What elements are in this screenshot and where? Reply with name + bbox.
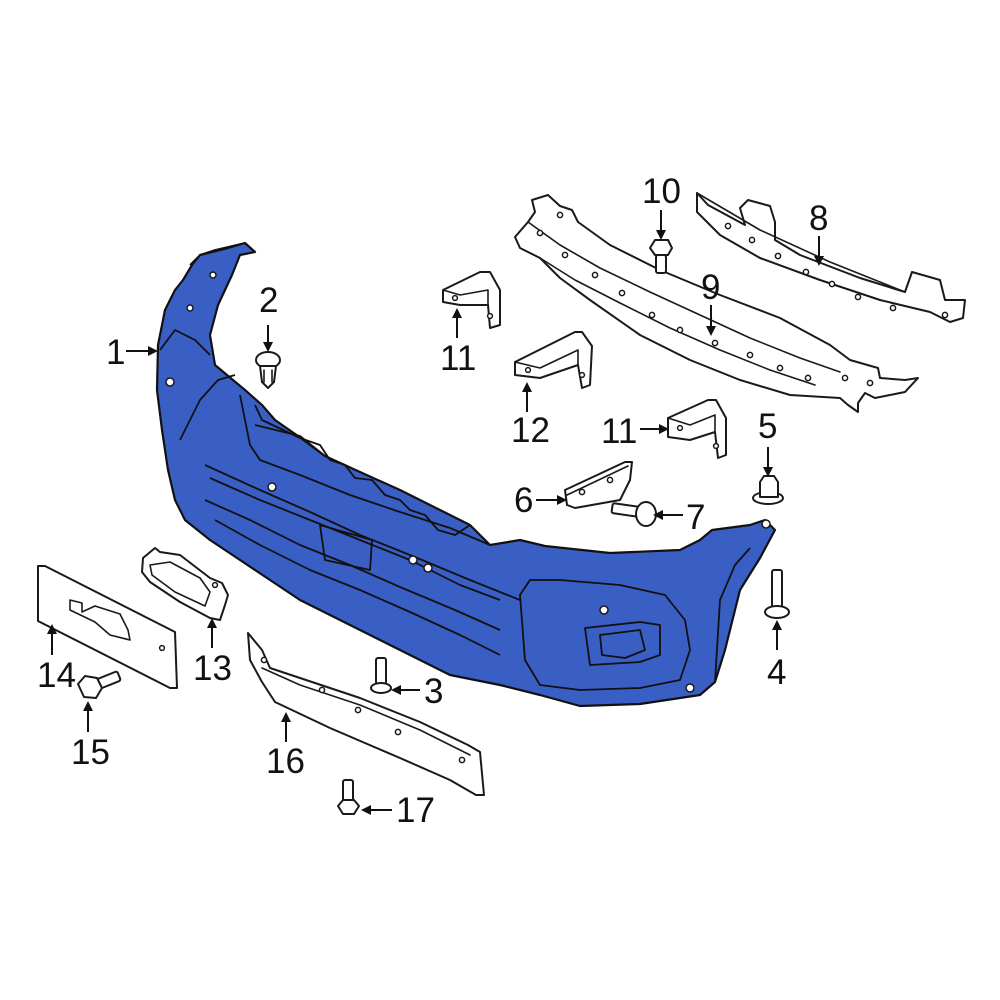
part-17-bolt[interactable] <box>337 779 360 815</box>
callout-9: 9 <box>701 268 720 307</box>
callout-arrows <box>47 210 824 815</box>
part-6-bracket-plate[interactable] <box>564 461 633 509</box>
callout-4: 4 <box>767 653 786 692</box>
part-4-bolt[interactable] <box>764 569 790 619</box>
callout-13: 13 <box>193 649 232 688</box>
part-12-bracket[interactable] <box>514 331 593 389</box>
callout-6: 6 <box>514 481 533 520</box>
part-5-clip[interactable] <box>752 475 784 505</box>
callout-8: 8 <box>809 199 828 238</box>
part-2-push-clip[interactable] <box>255 351 281 389</box>
callout-12: 12 <box>511 411 550 450</box>
callout-7: 7 <box>686 498 705 537</box>
callout-5: 5 <box>758 407 777 446</box>
part-7-bolt[interactable] <box>610 501 657 527</box>
part-13-license-lamp-housing[interactable] <box>141 547 229 621</box>
part-14-license-bracket[interactable] <box>37 565 178 689</box>
callout-15: 15 <box>71 733 110 772</box>
callout-11-upper: 11 <box>440 339 476 378</box>
callout-11-lower: 11 <box>601 412 637 451</box>
callout-16: 16 <box>266 742 305 781</box>
part-3-bolt[interactable] <box>370 657 392 694</box>
part-11-bracket-upper[interactable] <box>442 271 501 329</box>
part-9-front-support[interactable] <box>514 194 919 413</box>
part-10-clip[interactable] <box>649 239 673 274</box>
callout-10: 10 <box>642 172 681 211</box>
callout-labels: 1 2 3 4 5 6 7 8 9 10 11 11 12 13 14 15 1… <box>37 172 828 830</box>
part-15-bolt[interactable] <box>77 670 122 699</box>
part-8-reinforcement-bar[interactable] <box>696 192 966 323</box>
callout-17: 17 <box>396 791 435 830</box>
callout-3: 3 <box>424 672 443 711</box>
part-11-bracket-lower[interactable] <box>667 399 727 459</box>
part-1-bumper-cover[interactable] <box>155 241 777 708</box>
callout-2: 2 <box>259 281 278 320</box>
part-16-absorber[interactable] <box>247 632 485 796</box>
callout-14: 14 <box>37 656 76 695</box>
callout-1: 1 <box>106 333 125 372</box>
